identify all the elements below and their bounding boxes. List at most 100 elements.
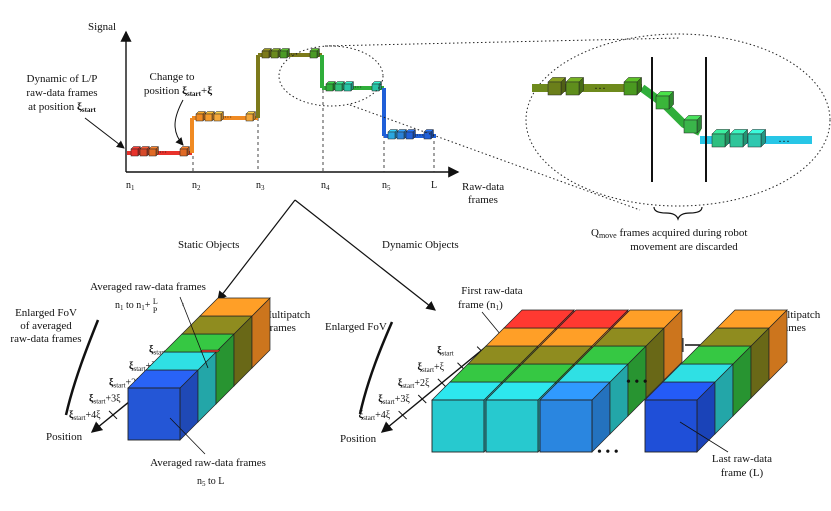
- zoom-cube: [623, 76, 643, 96]
- dynamic-position-label: Position: [340, 433, 377, 445]
- signal-cube: [309, 47, 321, 59]
- dots-top: • • •: [626, 375, 648, 390]
- position-tick: [437, 378, 447, 388]
- signal-steps: ··· ··· ··· ··· ···: [127, 47, 436, 157]
- zoom-connector-bottom: [349, 104, 641, 211]
- zoom-dots-2: ···: [778, 134, 790, 148]
- signal-cube: [148, 145, 160, 157]
- tick-n2: n2: [192, 180, 201, 192]
- dynamic-stack-3: [539, 309, 683, 453]
- static-top-red: [199, 349, 221, 353]
- zoom-brace: [653, 206, 703, 221]
- signal-chart: Signal Raw-data frames n1 n2 n3 n4 n5 L …: [26, 21, 681, 211]
- position-label: ξstart+3ξ: [378, 394, 410, 406]
- signal-cube: [179, 145, 191, 157]
- dynamic-last-2: frame (L): [721, 467, 764, 479]
- zoom-ellipse: [525, 33, 831, 207]
- dynamic-fov: Enlarged FoV: [325, 321, 387, 333]
- zoom-cube: [565, 76, 585, 96]
- signal-cube: [396, 128, 408, 140]
- note-dynamic-2: raw-data frames: [26, 87, 97, 99]
- dynamic-panel: First raw-data frame (n1) Multipatch fra…: [325, 285, 821, 479]
- static-avg-bottom-2: n5 to L: [197, 476, 224, 488]
- signal-cube: [371, 80, 383, 92]
- dynamic-stack-last: [644, 309, 788, 453]
- signal-cube: [245, 110, 257, 122]
- signal-cube: [387, 128, 399, 140]
- static-stack: [127, 297, 271, 441]
- signal-cube: [261, 47, 273, 59]
- position-tick: [108, 410, 118, 420]
- static-cube-stack: [127, 297, 271, 441]
- dynamic-last-pointer: [679, 421, 729, 453]
- signal-dots: ···: [290, 50, 298, 59]
- signal-cube: [130, 145, 142, 157]
- arrow-static: [217, 199, 296, 301]
- static-fov-3: raw-data frames: [10, 333, 81, 345]
- signal-cube: [405, 128, 417, 140]
- signal-dots: ···: [354, 83, 362, 92]
- zoom-cube: [655, 90, 675, 110]
- static-fov-brace: [64, 319, 100, 416]
- dots-bottom: • • •: [597, 445, 619, 460]
- position-label: ξstart: [149, 345, 166, 357]
- zoom-dots-1: ···: [594, 81, 606, 95]
- x-axis-label-2: frames: [468, 194, 498, 206]
- position-tick: [398, 410, 407, 420]
- signal-cube: [325, 80, 337, 92]
- signal-cube: [213, 110, 225, 122]
- signal-cube: [423, 128, 435, 140]
- note-change-2: position ξstart+ξ: [144, 85, 212, 98]
- note-change-1: Change to: [150, 71, 195, 83]
- label-dynamic: Dynamic Objects: [382, 239, 459, 251]
- zoom-caption-1: Qmove frames acquired during robot: [591, 227, 747, 240]
- signal-cube: [204, 110, 216, 122]
- signal-cube: [270, 47, 282, 59]
- static-position-label: Position: [46, 431, 83, 443]
- tick-n4: n4: [321, 180, 330, 192]
- zoom-panel: ··· ··· Qmove frames acquired during robo…: [525, 33, 831, 253]
- zoom-cube: [711, 128, 731, 148]
- tick-n5: n5: [382, 180, 391, 192]
- zoom-cube: [747, 128, 767, 148]
- position-label: ξstart+4ξ: [69, 410, 101, 422]
- static-fov-1: Enlarged FoV: [15, 307, 77, 319]
- static-avg-bottom-pointer: [169, 417, 206, 455]
- signal-dots: ···: [416, 131, 424, 140]
- signal-dots: ···: [159, 148, 167, 157]
- zoom-caption-2: movement are discarded: [630, 241, 738, 253]
- note-dynamic-arrow: [84, 117, 125, 149]
- position-label: ξstart+3ξ: [89, 394, 121, 406]
- static-fov-2: of averaged: [20, 320, 72, 332]
- signal-cube: [343, 80, 355, 92]
- signal-dots: ···: [224, 113, 232, 122]
- static-multipatch-2: frames: [266, 322, 296, 334]
- signal-cube: [334, 80, 346, 92]
- note-change-arrow: [174, 99, 184, 146]
- note-dynamic-1: Dynamic of L/P: [27, 73, 98, 85]
- signal-cube: [279, 47, 291, 59]
- signal-cube: [195, 110, 207, 122]
- label-static: Static Objects: [178, 239, 239, 251]
- zoom-connector-top: [324, 37, 681, 47]
- dynamic-cube-stacks: [431, 309, 788, 453]
- zoom-signal: ··· ···: [532, 76, 812, 148]
- zoom-cube: [547, 76, 567, 96]
- tick-n1: n1: [126, 180, 135, 192]
- zoom-source-ellipse: [278, 45, 384, 107]
- static-avg-top-pointer: [179, 296, 209, 369]
- position-label: ξstart+ξ: [418, 362, 445, 374]
- dynamic-position-axis: [380, 344, 489, 433]
- zoom-cube: [683, 114, 703, 134]
- static-panel: Averaged raw-data frames n1 to n1+ LP 1 …: [10, 281, 310, 488]
- dynamic-last-1: Last raw-data: [712, 453, 772, 465]
- static-avg-top-1: Averaged raw-data frames: [90, 281, 206, 293]
- x-axis-label-1: Raw-data: [462, 181, 504, 193]
- tick-n3: n3: [256, 180, 265, 192]
- tick-L: L: [431, 180, 437, 191]
- arrow-dynamic: [294, 199, 436, 311]
- static-multipatch-1: Multipatch: [262, 309, 311, 321]
- y-axis-label: Signal: [88, 21, 116, 33]
- position-label: ξstart+2ξ: [398, 378, 430, 390]
